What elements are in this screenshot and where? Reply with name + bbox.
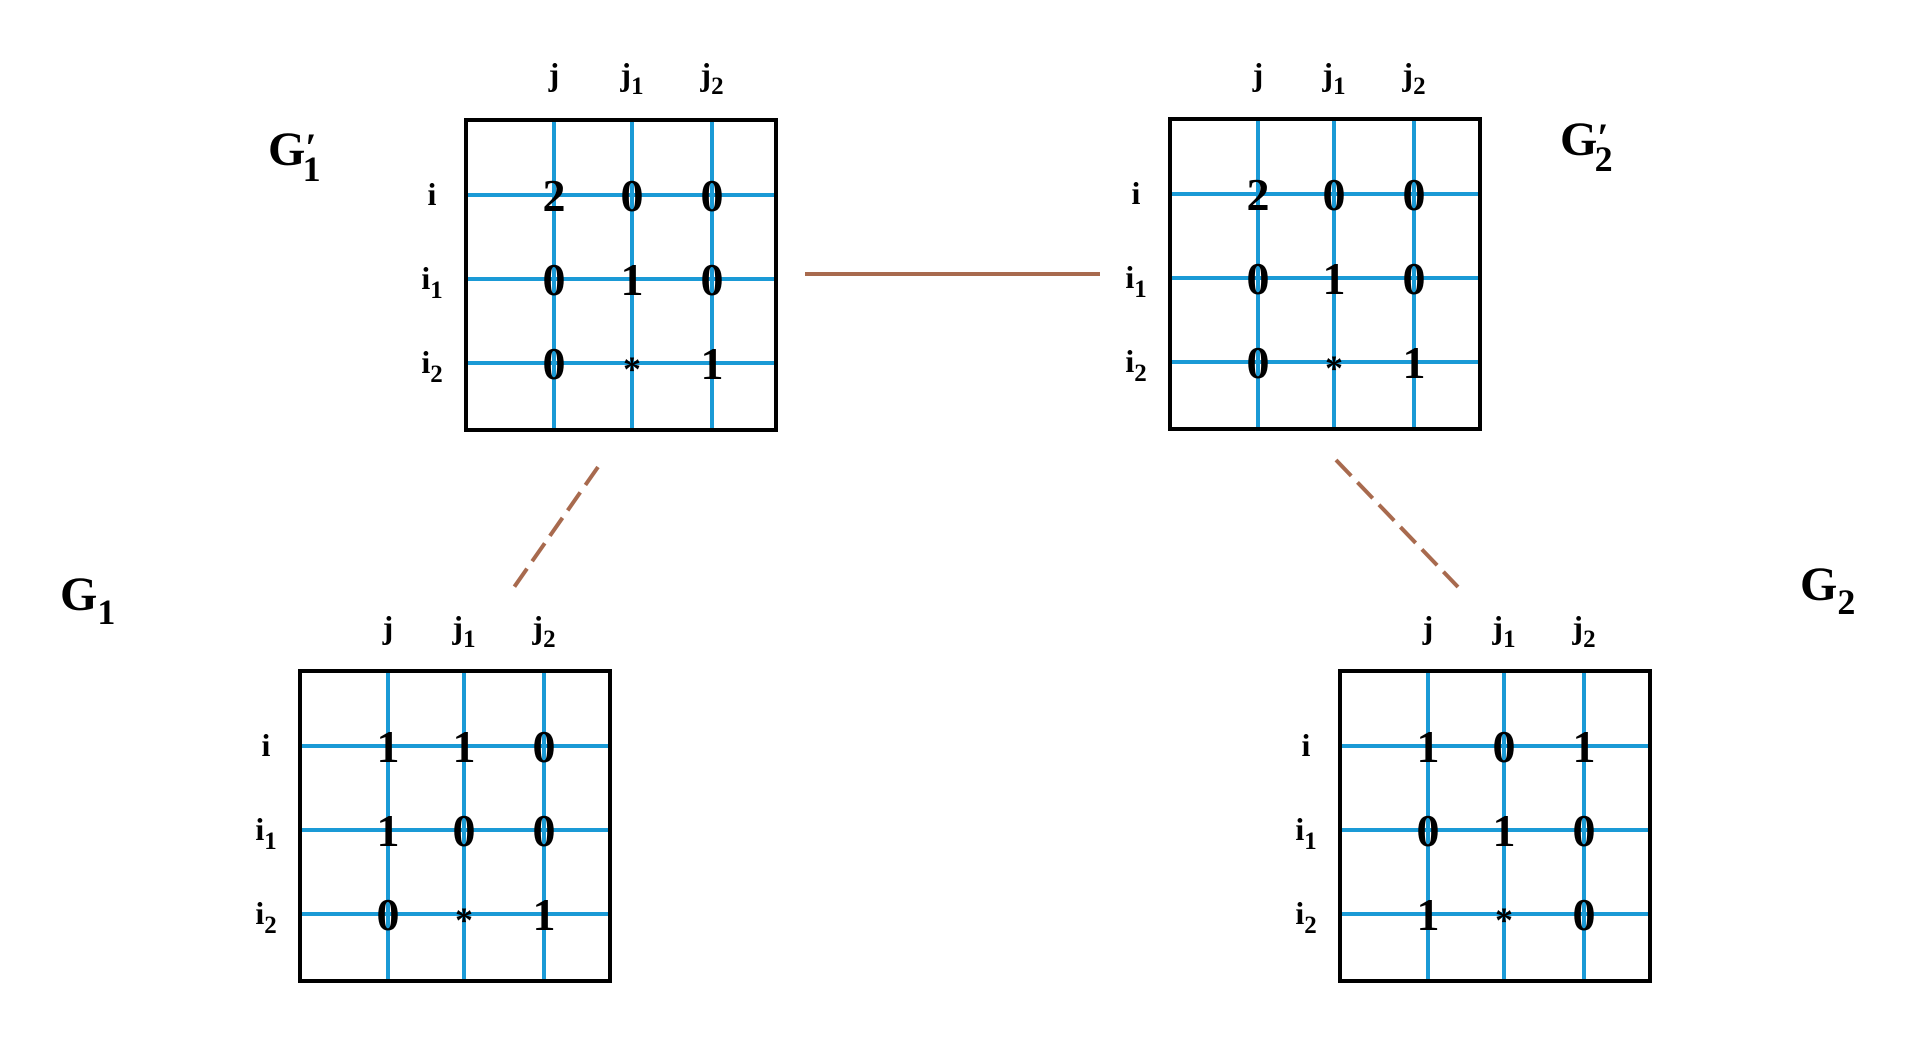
matrix-cell: * — [1495, 900, 1513, 940]
column-label: j2 — [699, 56, 723, 100]
column-label: j — [1422, 609, 1434, 645]
matrix-cell: 0 — [1403, 169, 1426, 220]
matrix-g1: j j1 j2 i i1 i2 1 1 0 1 0 0 0 * 1 G1 — [60, 568, 612, 983]
row-label: i — [428, 176, 437, 212]
column-label: j2 — [531, 609, 555, 653]
column-label: j — [382, 609, 394, 645]
column-label: j1 — [1491, 609, 1515, 653]
matrix-cell: 0 — [1573, 805, 1596, 856]
matrix-frame — [298, 669, 612, 983]
matrix-cell: 0 — [1573, 889, 1596, 940]
row-label: i2 — [1295, 895, 1316, 939]
matrix-g2p: j j1 j2 i i1 i2 2 0 0 0 1 0 0 * 1 G′2 — [1125, 56, 1613, 431]
matrix-cell: 2 — [543, 170, 566, 221]
matrix-cell: 1 — [1417, 889, 1440, 940]
row-label: i1 — [1295, 811, 1316, 855]
row-label: i2 — [1125, 343, 1146, 387]
column-label: j2 — [1401, 56, 1425, 100]
matrix-cell: 0 — [533, 721, 556, 772]
matrix-cell: 0 — [621, 170, 644, 221]
row-label: i1 — [1125, 259, 1146, 303]
matrix-cell: 1 — [1323, 253, 1346, 304]
matrix-cell: 0 — [377, 889, 400, 940]
matrix-cell: 1 — [1573, 721, 1596, 772]
matrix-cell: * — [1325, 348, 1343, 388]
matrix-cell: 1 — [621, 254, 644, 305]
matrix-cell: 1 — [1493, 805, 1516, 856]
row-label: i1 — [255, 811, 276, 855]
matrix-cell: * — [455, 900, 473, 940]
matrix-title: G1 — [60, 568, 115, 632]
matrix-cell: 1 — [453, 721, 476, 772]
matrix-frame — [1338, 669, 1652, 983]
matrix-cell: 1 — [377, 721, 400, 772]
column-label: j — [1252, 56, 1264, 92]
matrix-title: G2 — [1800, 558, 1855, 622]
column-label: j — [548, 56, 560, 92]
connector-g1p-g1 — [508, 465, 600, 595]
matrix-cell: 0 — [543, 338, 566, 389]
matrix-cell: 1 — [533, 889, 556, 940]
matrix-cell: 0 — [1403, 253, 1426, 304]
matrix-cell: 0 — [701, 254, 724, 305]
matrix-title: G′2 — [1560, 113, 1613, 179]
row-label: i2 — [421, 344, 442, 388]
matrix-cell: 0 — [453, 805, 476, 856]
column-label: j2 — [1571, 609, 1595, 653]
matrix-g1p: j j1 j2 i i1 i2 2 0 0 0 1 0 0 * 1 G′1 — [268, 56, 778, 432]
row-label: i — [1302, 727, 1311, 763]
column-label: j1 — [451, 609, 475, 653]
row-label: i — [1132, 175, 1141, 211]
matrix-cell: 0 — [1247, 253, 1270, 304]
column-label: j1 — [619, 56, 643, 100]
matrix-cell: 0 — [543, 254, 566, 305]
matrix-cell: 0 — [701, 170, 724, 221]
matrix-frame — [464, 118, 778, 432]
matrix-cell: 0 — [1417, 805, 1440, 856]
matrix-title: G′1 — [268, 123, 321, 189]
connector-g2p-g2 — [1334, 458, 1460, 589]
row-label: i — [262, 727, 271, 763]
matrix-frame — [1168, 117, 1482, 431]
matrix-g2: j j1 j2 i i1 i2 1 0 1 0 1 0 1 * 0 G2 — [1295, 558, 1855, 983]
matrix-cell: 0 — [1323, 169, 1346, 220]
matrix-cell: * — [623, 349, 641, 389]
row-label: i1 — [421, 260, 442, 304]
matrix-cell: 1 — [377, 805, 400, 856]
matrix-cell: 0 — [533, 805, 556, 856]
matrix-cell: 0 — [1493, 721, 1516, 772]
matrix-cell: 0 — [1247, 337, 1270, 388]
matrix-cell: 1 — [701, 338, 724, 389]
matrix-cell: 1 — [1403, 337, 1426, 388]
row-label: i2 — [255, 895, 276, 939]
matrix-cell: 2 — [1247, 169, 1270, 220]
column-label: j1 — [1321, 56, 1345, 100]
matrix-cell: 1 — [1417, 721, 1440, 772]
